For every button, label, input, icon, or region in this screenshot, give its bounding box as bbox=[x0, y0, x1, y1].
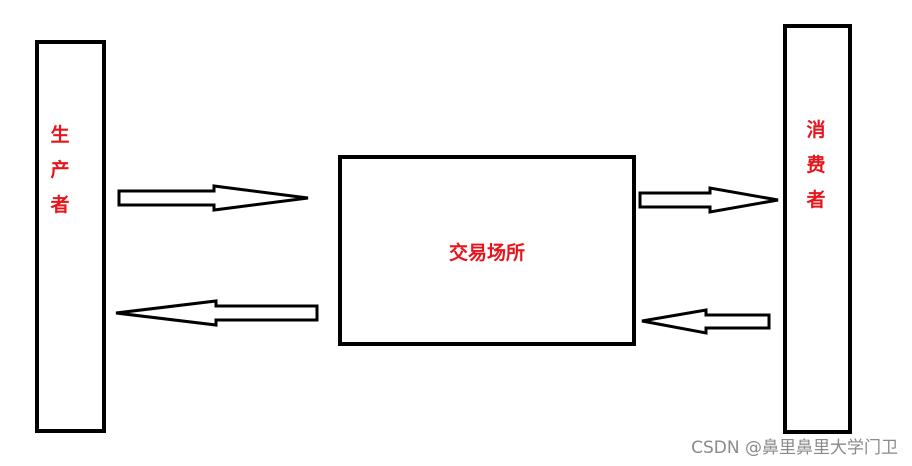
arrow-producer-to-market bbox=[117, 184, 309, 212]
arrow-market-to-consumer bbox=[638, 186, 779, 214]
consumer-box bbox=[783, 24, 852, 434]
consumer-label-char: 费 bbox=[806, 154, 826, 176]
market-box bbox=[338, 155, 636, 346]
arrow-market-to-producer bbox=[115, 299, 319, 327]
producer-label-char: 产 bbox=[50, 159, 70, 181]
producer-label-char: 者 bbox=[50, 194, 70, 216]
consumer-label: 消 费 者 bbox=[801, 113, 831, 218]
watermark: CSDN @鼻里鼻里大学门卫 bbox=[691, 438, 898, 458]
producer-box bbox=[35, 40, 106, 433]
consumer-label-char: 消 bbox=[806, 119, 826, 141]
arrow-consumer-to-market bbox=[641, 308, 771, 335]
producer-label: 生 产 者 bbox=[45, 118, 75, 223]
consumer-label-char: 者 bbox=[806, 189, 826, 211]
market-label: 交易场所 bbox=[448, 242, 525, 264]
producer-label-char: 生 bbox=[50, 124, 70, 146]
